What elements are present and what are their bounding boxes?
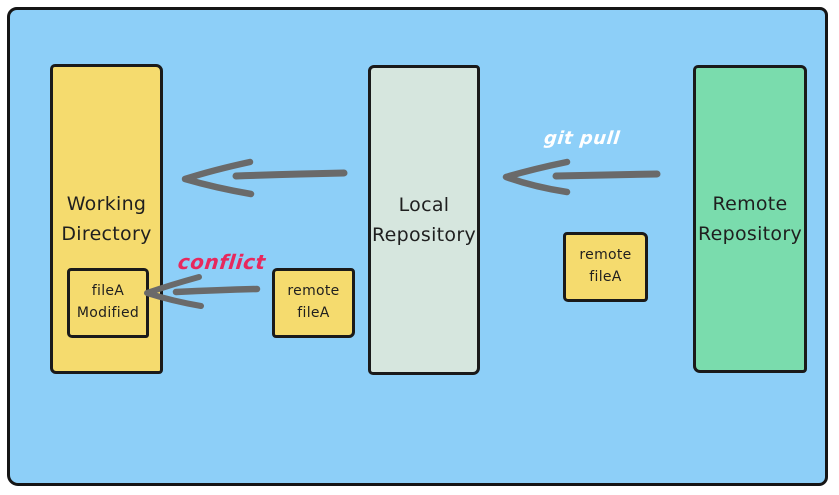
remote-repository-box: Remote Repository bbox=[693, 65, 807, 373]
remote-filea-pull-label: remote fileA bbox=[579, 247, 632, 285]
local-repository-label: Local Repository bbox=[371, 193, 477, 246]
remote-filea-conflict-label: remote fileA bbox=[287, 283, 340, 321]
filea-modified-box: fileA Modified bbox=[67, 268, 149, 338]
filea-modified-label: fileA Modified bbox=[76, 283, 140, 321]
local-repository-box: Local Repository bbox=[368, 65, 480, 375]
working-directory-box: Working Directory fileA Modified bbox=[50, 64, 163, 374]
remote-filea-pull-box: remote fileA bbox=[563, 232, 648, 302]
git-pull-label: git pull bbox=[542, 128, 622, 149]
working-directory-label: Working Directory bbox=[61, 192, 152, 245]
diagram-frame: Working Directory fileA Modified Local R… bbox=[7, 7, 828, 486]
remote-filea-conflict-box: remote fileA bbox=[272, 268, 355, 338]
remote-repository-label: Remote Repository bbox=[697, 192, 803, 245]
conflict-label: conflict bbox=[176, 250, 267, 274]
